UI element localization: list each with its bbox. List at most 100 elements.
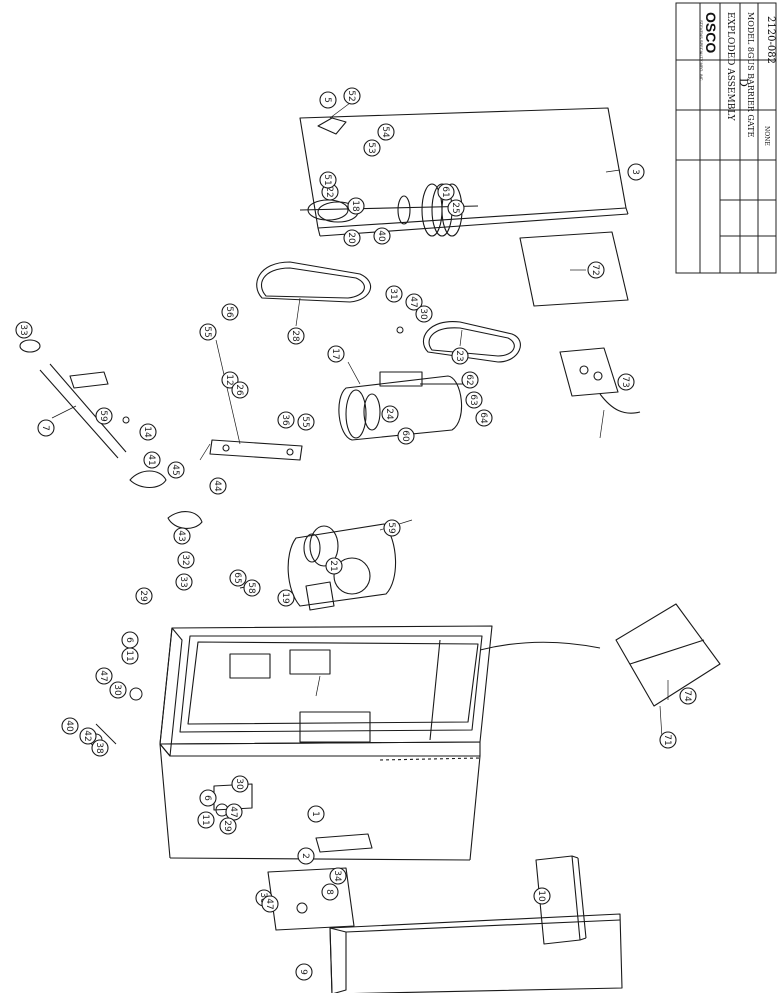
spacer-block (535, 855, 587, 945)
callout-circle (327, 345, 345, 363)
callout-bubble-b6a: 6 (121, 631, 139, 649)
callout-label: 26 (234, 384, 244, 396)
callout-label: 30 (112, 684, 122, 696)
callout-bubble-b63: 63 (465, 391, 483, 409)
callout-bubble-b23: 23 (451, 347, 469, 365)
callout-bubble-b1: 1 (307, 805, 325, 823)
mounting-plate (519, 231, 629, 307)
callout-bubble-b20: 20 (343, 229, 361, 247)
callout-circle (325, 557, 343, 575)
callout-label: 47 (264, 898, 274, 909)
shaft (19, 339, 127, 459)
callout-circle (437, 183, 455, 201)
callout-label: 10 (536, 890, 546, 902)
callout-label: 34 (332, 870, 342, 882)
callout-label: 25 (450, 202, 460, 213)
callout-label: 59 (98, 410, 108, 422)
callout-circle (373, 227, 391, 245)
gate-panel (299, 107, 629, 237)
callout-label: 30 (418, 308, 428, 320)
callout-bubble-b64: 64 (475, 409, 493, 427)
callout-circle (451, 347, 469, 365)
callout-label: 6 (202, 795, 212, 801)
callout-label: 65 (232, 572, 242, 583)
callout-circle (277, 589, 295, 607)
callout-bubble-b31: 31 (385, 285, 403, 303)
callout-circle (295, 963, 313, 981)
callout-circle (231, 775, 249, 793)
callout-label: 43 (176, 530, 186, 541)
callout-label: 41 (146, 454, 156, 465)
callout-circle (143, 451, 161, 469)
callout-bubble-b7: 7 (37, 419, 55, 437)
title-block-title-line1: EXPLODED ASSEMBLY (725, 12, 735, 122)
callout-circle (465, 391, 483, 409)
callout-circle (177, 551, 195, 569)
callout-bubble-b11a: 11 (121, 647, 139, 665)
callout-label: 33 (178, 576, 188, 587)
callout-bubble-b73: 73 (617, 373, 635, 391)
callout-bubble-b45: 45 (167, 461, 185, 479)
callout-circle (95, 667, 113, 685)
callout-bubble-b30c: 30 (231, 775, 249, 793)
callout-label: 31 (388, 288, 398, 299)
callout-bubble-b17: 17 (327, 345, 345, 363)
belt-small (256, 261, 372, 303)
base-channel (329, 913, 623, 993)
callout-bubble-b30b: 30 (109, 681, 127, 699)
callout-label: 63 (468, 394, 478, 405)
callout-circle (415, 305, 433, 323)
callout-circle (243, 579, 261, 597)
callout-circle (381, 405, 399, 423)
callout-circle (231, 381, 249, 399)
callout-circle (61, 717, 79, 735)
callout-label: 7 (40, 425, 50, 431)
callout-label: 55 (202, 326, 212, 337)
callout-circle (377, 123, 395, 141)
callout-circle (319, 91, 337, 109)
gear-reducer (287, 523, 397, 611)
callout-label: 44 (212, 480, 222, 492)
callout-circle (95, 407, 113, 425)
callout-circle (121, 631, 139, 649)
callout-label: 53 (366, 142, 376, 153)
callout-label: 51 (322, 174, 332, 185)
callout-circle (405, 293, 423, 311)
callout-bubble-b38: 38 (91, 739, 109, 757)
callout-circle (329, 867, 347, 885)
callout-label: 20 (346, 232, 356, 244)
callout-bubble-b71: 71 (659, 731, 677, 749)
callout-bubble-b10: 10 (533, 887, 551, 905)
callout-bubble-b65: 65 (229, 569, 247, 587)
callout-bubble-b56: 56 (221, 303, 239, 321)
callout-bubble-b47c: 47 (225, 803, 243, 821)
callout-bubble-b6b: 6 (199, 789, 217, 807)
callout-circle (277, 411, 295, 429)
callout-label: 32 (180, 554, 190, 565)
callout-bubble-b40a: 40 (373, 227, 391, 245)
title-block (675, 2, 777, 274)
callout-circle (475, 409, 493, 427)
callout-bubble-b62: 62 (461, 371, 479, 389)
callout-bubble-b24: 24 (381, 405, 399, 423)
callout-bubble-b52: 52 (343, 87, 361, 105)
callout-circle (297, 847, 315, 865)
callout-circle (219, 817, 237, 835)
callout-circle (447, 199, 465, 217)
motor (338, 371, 464, 441)
title-block-company: OSCO (703, 12, 719, 53)
callout-circle (221, 303, 239, 321)
callout-circle (343, 229, 361, 247)
callout-label: 47 (98, 670, 108, 681)
title-block-size: D (737, 78, 750, 87)
callout-label: 42 (82, 730, 92, 741)
callout-circle (209, 477, 227, 495)
callout-circle (321, 883, 339, 901)
callout-label: 58 (246, 582, 256, 594)
callout-label: 21 (328, 560, 338, 571)
callout-bubble-b47d: 47 (261, 895, 279, 913)
callout-bubble-b47a: 47 (405, 293, 423, 311)
callout-label: 17 (330, 348, 340, 359)
